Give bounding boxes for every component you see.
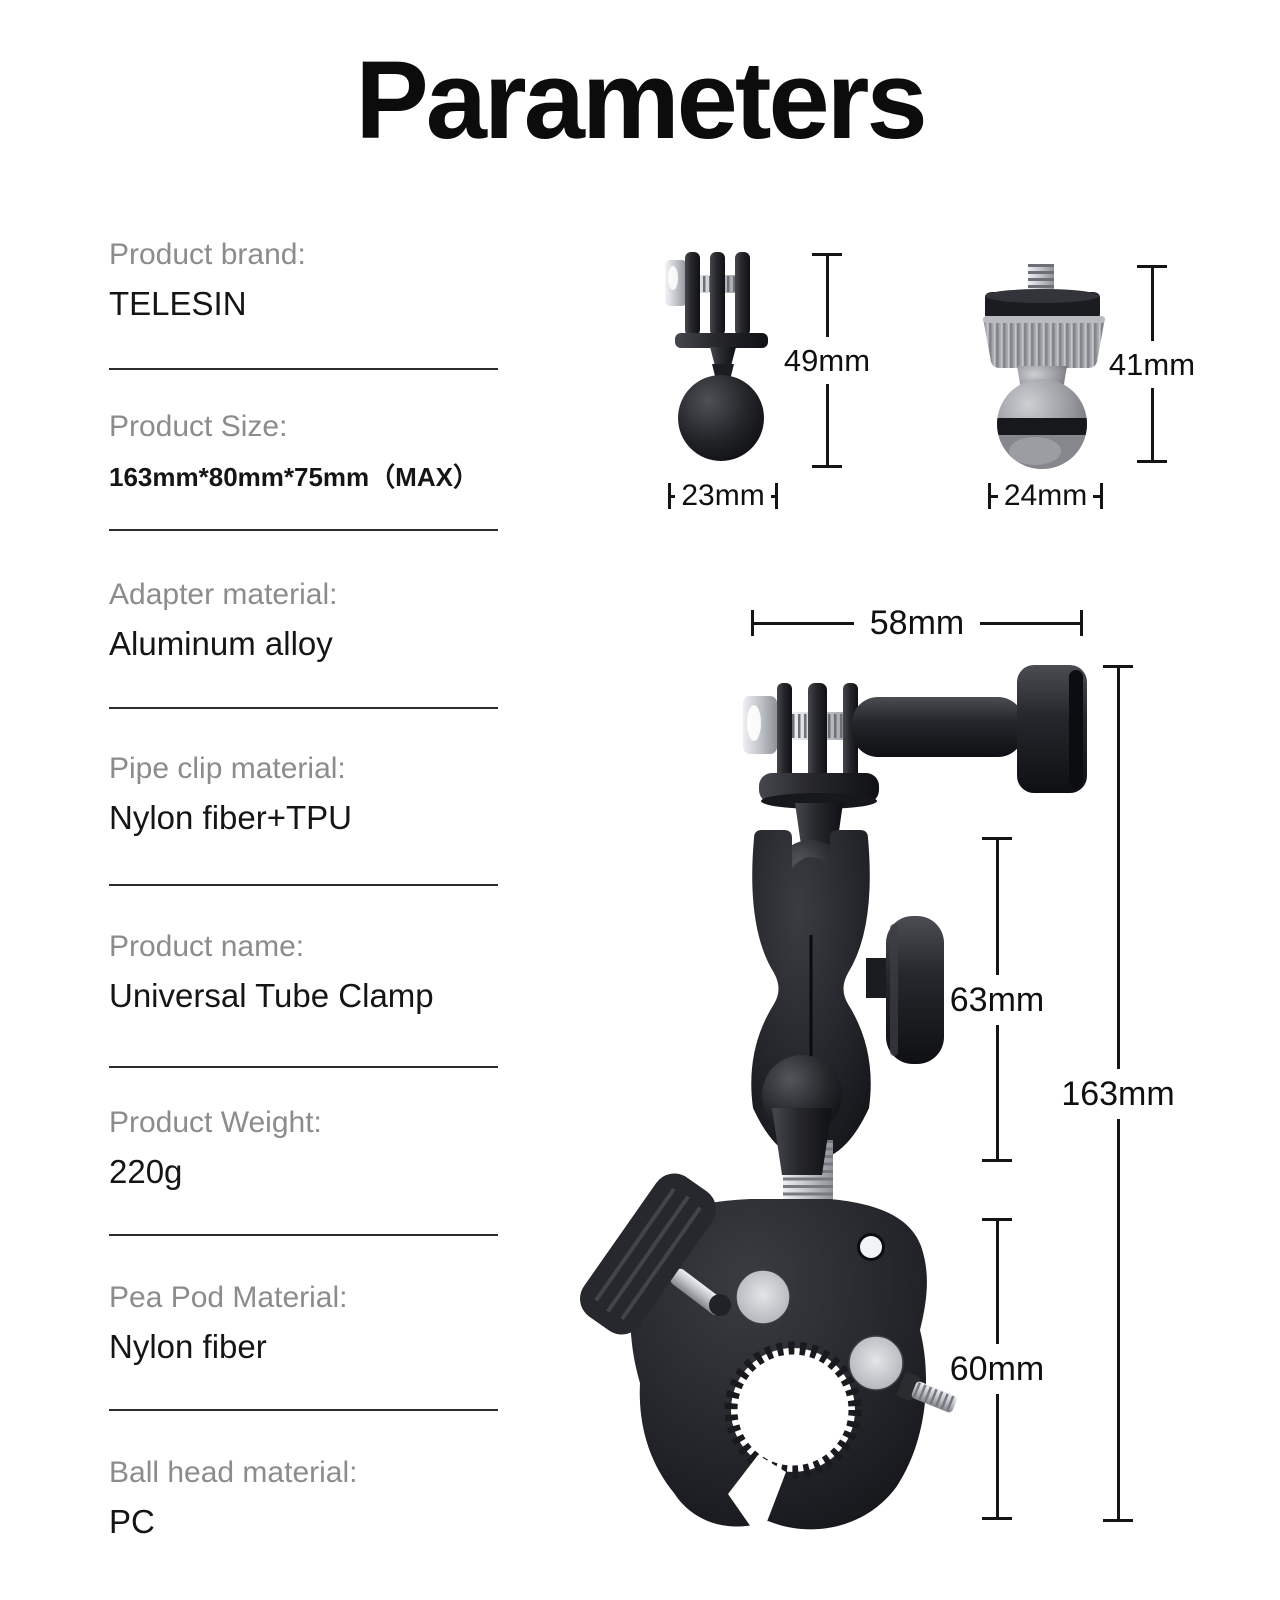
dimension-label: 58mm (869, 604, 965, 642)
dimension-line (1150, 268, 1154, 341)
dimension-line (825, 256, 829, 337)
dimension-tick (1103, 1519, 1133, 1522)
dimension-line (991, 494, 998, 498)
spec-value: Nylon fiber+TPU (109, 798, 353, 836)
dimension-tick (982, 1517, 1012, 1520)
dimension-label: 163mm (1061, 1074, 1175, 1113)
dimension-tick (1137, 265, 1167, 268)
spec-product-name: Product name: Universal Tube Clamp (109, 930, 501, 1014)
spec-value: 220g (109, 1152, 183, 1190)
dimension-tick (812, 465, 842, 468)
dimension-label: 24mm (1003, 479, 1088, 512)
spec-product-brand: Product brand: TELESIN (109, 238, 501, 322)
dimension-claw-height: 60mm (937, 1218, 1057, 1520)
dimension-label: 23mm (681, 479, 765, 512)
spec-value: Nylon fiber (109, 1327, 267, 1365)
spec-value: TELESIN (109, 284, 247, 322)
spec-label: Product Weight: (109, 1106, 322, 1139)
dimension-line (1116, 668, 1120, 1069)
dimension-label: 60mm (949, 1350, 1045, 1388)
dimension-total-height: 163mm (1058, 665, 1178, 1522)
dimension-line (770, 494, 776, 498)
gopro-ball-adapter-illustration (665, 252, 768, 461)
spec-label: Pea Pod Material: (109, 1281, 348, 1314)
dimension-screw-width: 24mm (988, 476, 1104, 516)
dimension-label: 41mm (1108, 346, 1196, 382)
spec-ball-head-material: Ball head material: PC (109, 1456, 501, 1540)
dimension-label: 63mm (949, 980, 1045, 1019)
spec-label: Adapter material: (109, 578, 338, 611)
dimension-tick (668, 483, 671, 509)
dimension-tick (1137, 460, 1167, 463)
dimension-line (1150, 387, 1154, 460)
dimension-line (754, 621, 854, 625)
dimension-tick (775, 483, 779, 509)
dimension-screw-height: 41mm (1092, 265, 1212, 463)
dimension-line (995, 1024, 999, 1159)
section-divider (109, 1234, 498, 1236)
spec-pipe-clip-material: Pipe clip material: Nylon fiber+TPU (109, 752, 501, 836)
dimension-line (671, 494, 676, 498)
page-title: Parameters (355, 39, 927, 162)
section-divider (109, 1066, 498, 1068)
dimension-tick (812, 253, 842, 256)
section-divider (109, 1409, 498, 1411)
section-divider (109, 884, 498, 886)
spec-adapter-material: Adapter material: Aluminum alloy (109, 578, 501, 662)
spec-label: Ball head material: (109, 1456, 358, 1489)
dimension-tick (1080, 610, 1083, 636)
spec-value: Aluminum alloy (109, 624, 333, 662)
dimension-gopro-width: 23mm (668, 476, 779, 516)
spec-value: Universal Tube Clamp (109, 976, 434, 1014)
dimension-label: 49mm (783, 343, 871, 378)
tube-clamp-illustration (580, 665, 1087, 1540)
dimension-tick (1100, 483, 1104, 509)
dimension-tick (1103, 665, 1133, 668)
spec-product-weight: Product Weight: 220g (109, 1106, 501, 1190)
dimension-tick (982, 1218, 1012, 1221)
spec-value: 163mm*80mm*75mm（MAX） (109, 461, 479, 492)
spec-label: Product brand: (109, 238, 306, 271)
dimension-line (825, 384, 829, 465)
spec-product-size: Product Size: 163mm*80mm*75mm（MAX） (109, 410, 501, 492)
dimension-line (995, 1394, 999, 1517)
dimension-tick (982, 837, 1012, 840)
dimension-line (995, 840, 999, 975)
spec-pea-pod-material: Pea Pod Material: Nylon fiber (109, 1281, 501, 1365)
dimension-gopro-height: 49mm (767, 253, 887, 468)
dimension-tick (982, 1159, 1012, 1162)
screw-ball-adapter-illustration (983, 264, 1105, 469)
spec-label: Product Size: (109, 410, 288, 443)
dimension-clamp-top-width: 58mm (751, 603, 1083, 643)
spec-label: Pipe clip material: (109, 752, 346, 785)
dimension-arm-height: 63mm (937, 837, 1057, 1162)
dimension-line (1093, 494, 1101, 498)
dimension-tick (988, 483, 991, 509)
dimension-line (1116, 1118, 1120, 1519)
dimension-line (995, 1221, 999, 1344)
spec-label: Product name: (109, 930, 305, 963)
spec-value: PC (109, 1502, 155, 1540)
section-divider (109, 529, 498, 531)
section-divider (109, 707, 498, 709)
dimension-line (980, 621, 1080, 625)
dimension-tick (751, 610, 754, 636)
section-divider (109, 368, 498, 370)
